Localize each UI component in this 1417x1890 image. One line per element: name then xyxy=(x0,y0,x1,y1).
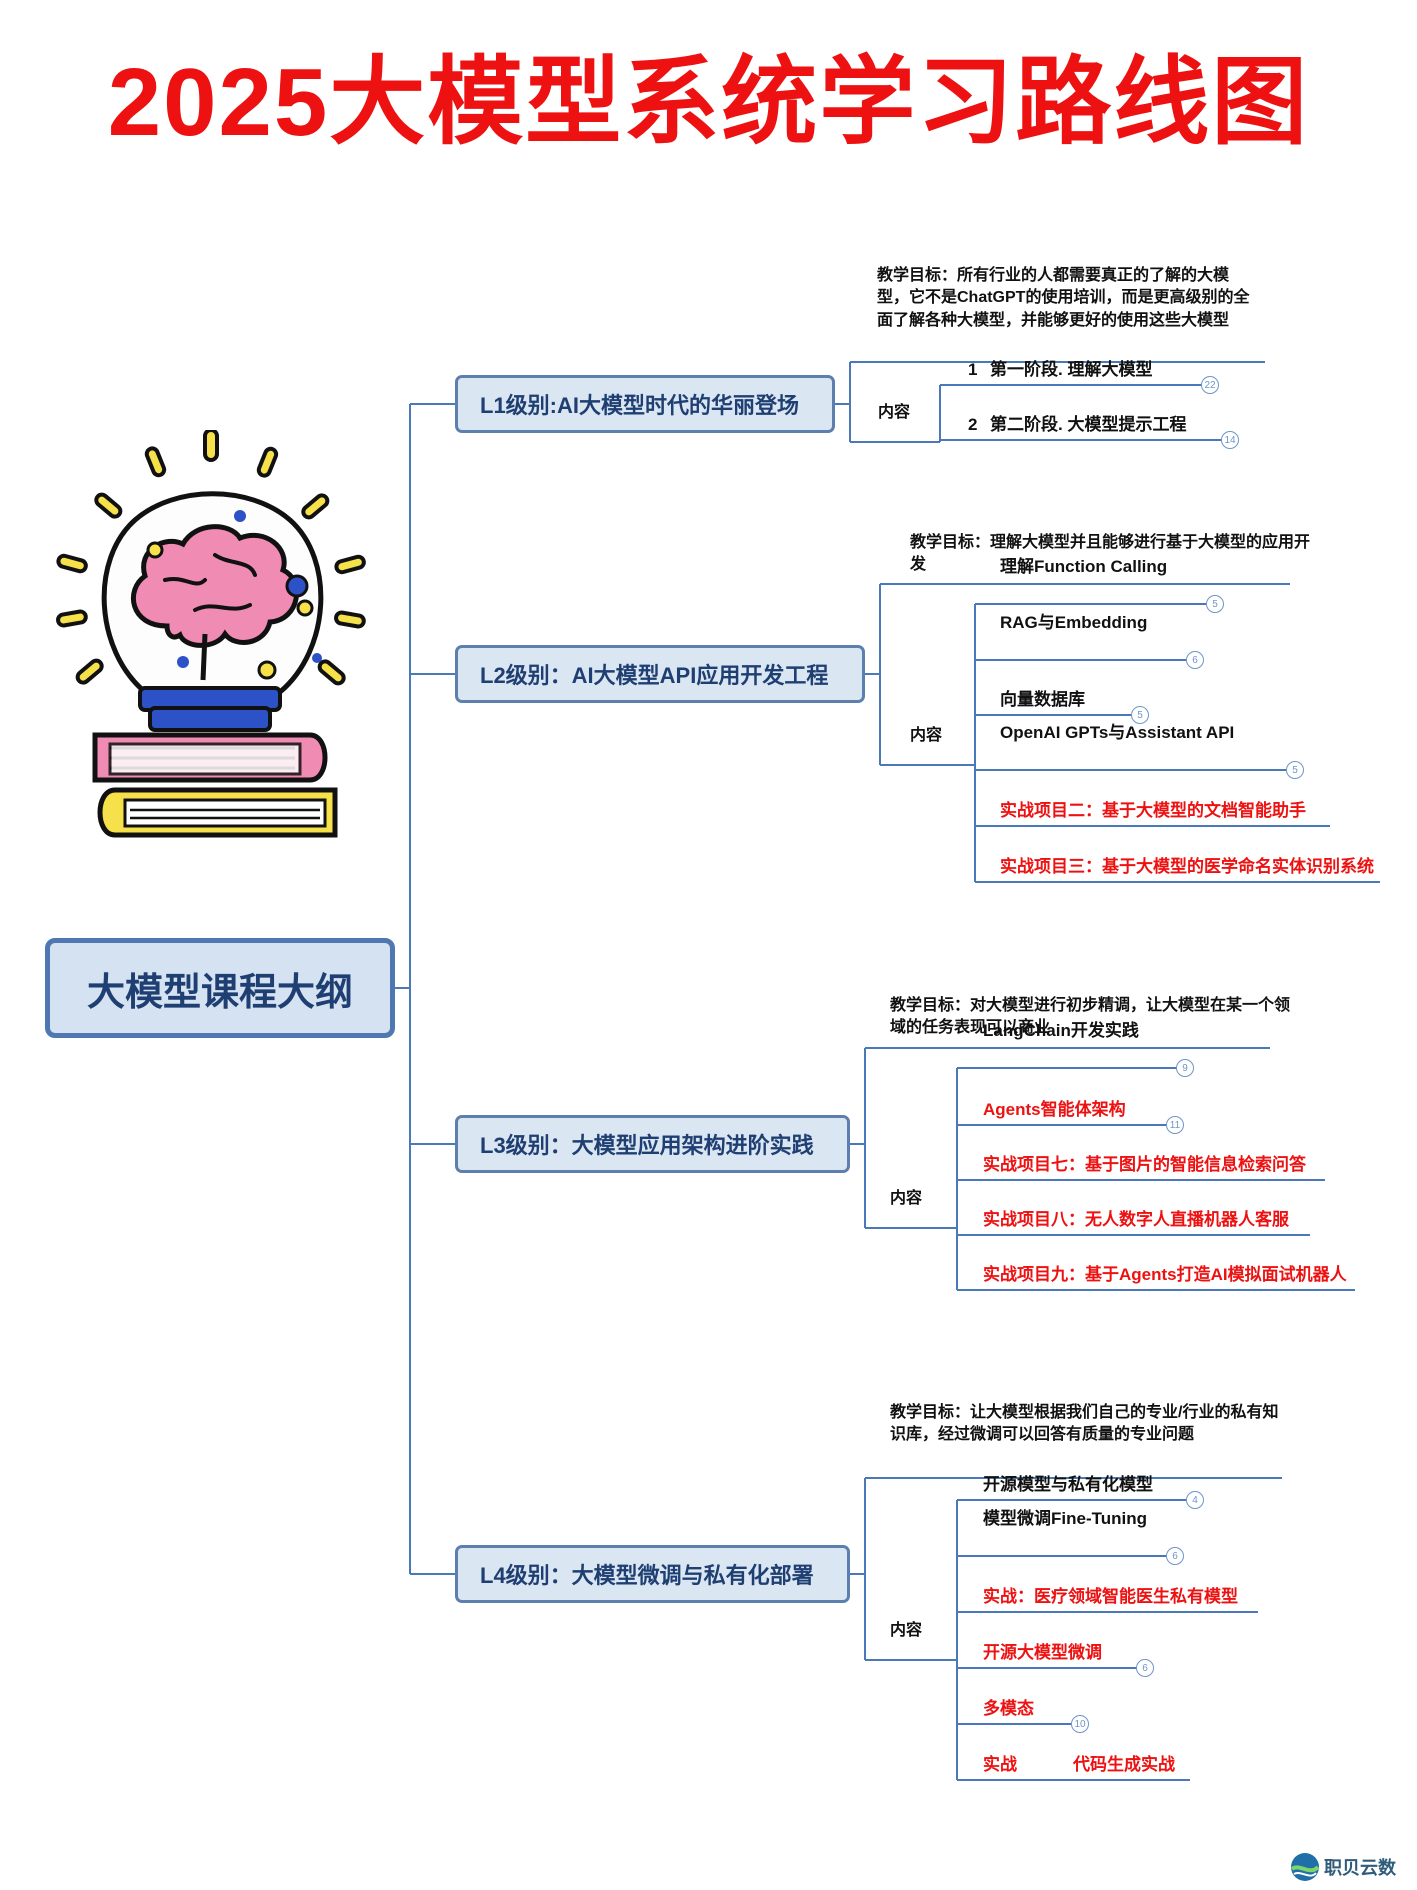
item-number: 2 xyxy=(968,415,978,434)
level-node-4[interactable]: L4级别：大模型微调与私有化部署 xyxy=(455,1545,850,1603)
teaching-goal-1: 教学目标：所有行业的人都需要真正的了解的大模型，它不是ChatGPT的使用培训，… xyxy=(877,267,1250,329)
content-item[interactable]: 第二阶段. 大模型提示工程 xyxy=(990,415,1187,434)
count-badge: 5 xyxy=(1131,706,1149,724)
count-badge: 6 xyxy=(1186,651,1204,669)
center-node[interactable]: 大模型课程大纲 xyxy=(45,938,395,1038)
globe-logo-icon xyxy=(1290,1853,1320,1881)
count-badge: 22 xyxy=(1201,376,1219,394)
count-badge: 4 xyxy=(1186,1491,1204,1509)
page-title: 2025大模型系统学习路线图 xyxy=(107,49,1310,156)
count-badge: 14 xyxy=(1221,431,1239,449)
level-node-3[interactable]: L3级别：大模型应用架构进阶实践 xyxy=(455,1115,850,1173)
content-item[interactable]: 第一阶段. 理解大模型 xyxy=(990,360,1153,379)
content-item[interactable]: Agents智能体架构 xyxy=(983,1100,1126,1119)
content-label-4: 内容 xyxy=(890,1622,923,1639)
content-item[interactable]: 实战项目二：基于大模型的文档智能助手 xyxy=(1000,801,1306,820)
count-badge: 9 xyxy=(1176,1059,1194,1077)
content-item[interactable]: 开源模型与私有化模型 xyxy=(983,1475,1153,1494)
level-node-2[interactable]: L2级别：AI大模型API应用开发工程 xyxy=(455,645,865,703)
teaching-goal-3: 教学目标：对大模型进行初步精调，让大模型在某一个领域的任务表现可以商业 xyxy=(890,997,1291,1037)
count-badge: 10 xyxy=(1071,1715,1089,1733)
content-item[interactable]: 向量数据库 xyxy=(1000,690,1085,709)
count-badge: 5 xyxy=(1206,595,1224,613)
content-item[interactable]: 实战项目九：基于Agents打造AI模拟面试机器人 xyxy=(983,1265,1347,1284)
content-item[interactable]: LangChain开发实践 xyxy=(983,1021,1139,1040)
count-badge: 11 xyxy=(1166,1116,1184,1134)
content-item[interactable]: 实战项目八：无人数字人直播机器人客服 xyxy=(983,1210,1289,1229)
brand-name: 职贝云数 xyxy=(1324,1858,1396,1878)
content-item[interactable]: 实战：医疗领域智能医生私有模型 xyxy=(983,1587,1238,1606)
content-item[interactable]: 实战项目七：基于图片的智能信息检索问答 xyxy=(983,1155,1306,1174)
teaching-goal-4: 教学目标：让大模型根据我们自己的专业/行业的私有知识库，经过微调可以回答有质量的… xyxy=(890,1404,1279,1444)
content-item[interactable]: 模型微调Fine-Tuning xyxy=(983,1509,1147,1528)
content-item[interactable]: OpenAI GPTs与Assistant API xyxy=(1000,723,1235,742)
content-item[interactable]: 开源大模型微调 xyxy=(983,1643,1102,1662)
content-item[interactable]: 理解Function Calling xyxy=(1000,557,1168,576)
content-label-2: 内容 xyxy=(910,727,943,744)
content-label-1: 内容 xyxy=(878,404,911,421)
content-item[interactable]: RAG与Embedding xyxy=(1000,613,1148,632)
count-badge: 6 xyxy=(1166,1547,1184,1565)
brand-logo: 职贝云数 xyxy=(1290,1852,1396,1882)
content-subitem[interactable]: 代码生成实战 xyxy=(1073,1755,1175,1774)
content-item[interactable]: 实战 xyxy=(983,1755,1017,1774)
content-item[interactable]: 多模态 xyxy=(983,1699,1034,1718)
count-badge: 5 xyxy=(1286,761,1304,779)
count-badge: 6 xyxy=(1136,1659,1154,1677)
lightbulb-brain-books-icon xyxy=(56,430,366,838)
content-label-3: 内容 xyxy=(890,1190,923,1207)
level-node-1[interactable]: L1级别:AI大模型时代的华丽登场 xyxy=(455,375,835,433)
content-item[interactable]: 实战项目三：基于大模型的医学命名实体识别系统 xyxy=(1000,857,1374,876)
teaching-goal-2: 教学目标：理解大模型并且能够进行基于大模型的应用开发 xyxy=(910,534,1311,574)
item-number: 1 xyxy=(968,360,978,379)
